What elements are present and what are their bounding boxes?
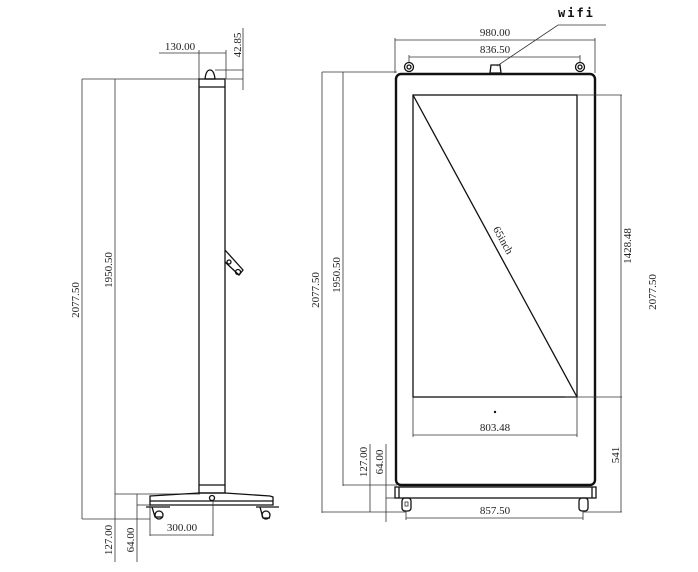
screen-width-label: 803.48 <box>480 422 511 434</box>
overall-height-right-label: 2077.50 <box>647 274 659 310</box>
depth-label: 130.00 <box>165 41 196 53</box>
overall-width-label: 980.00 <box>480 27 511 39</box>
bottom-offset-label: 541 <box>610 447 622 464</box>
wheel-spacing-label: 857.50 <box>480 505 511 517</box>
wheel-height-label: 64.00 <box>125 527 137 552</box>
overall-height-label: 2077.50 <box>70 282 82 318</box>
wheel-icon <box>401 497 412 512</box>
stand-base <box>149 492 274 506</box>
sensor-dot <box>493 410 497 414</box>
screen-diagonal-label: 65inch <box>490 225 515 257</box>
wifi-label: wifi <box>558 6 595 20</box>
wheel-icon <box>256 506 279 520</box>
bracket-bolt <box>226 259 232 265</box>
base-screw <box>208 494 216 502</box>
wheel-height-label: 64.00 <box>374 449 386 474</box>
wifi-module-icon <box>489 64 502 74</box>
hook-spacing-label: 836.50 <box>480 44 511 56</box>
wifi-antenna-icon <box>204 69 216 80</box>
wifi-leader-line <box>496 24 606 67</box>
bracket-bolt <box>234 268 242 276</box>
wheel-icon <box>578 497 589 512</box>
base-height-label: 127.00 <box>103 524 115 555</box>
diagonal-line <box>412 94 578 398</box>
body-height-label: 1950.50 <box>103 252 115 288</box>
fixture-height-label: 42.85 <box>232 32 244 57</box>
eye-bolt-icon <box>574 61 586 73</box>
base-depth-label: 300.00 <box>167 522 198 534</box>
front-base <box>394 486 597 499</box>
screen-height-label: 1428.48 <box>622 228 634 264</box>
display-screen <box>412 94 578 398</box>
eye-bolt-icon <box>403 61 415 73</box>
base-height-label: 127.00 <box>358 446 370 477</box>
body-height-label: 1950.50 <box>331 257 343 293</box>
overall-height-left-label: 2077.50 <box>310 272 322 308</box>
side-view: 2077.50 1950.50 127.00 64.00 130.00 42.8… <box>70 28 279 562</box>
front-view: 2077.50 1950.50 127.00 64.00 980.00 836.… <box>310 6 659 522</box>
display-frame <box>394 72 597 487</box>
stand-pole <box>198 78 226 494</box>
